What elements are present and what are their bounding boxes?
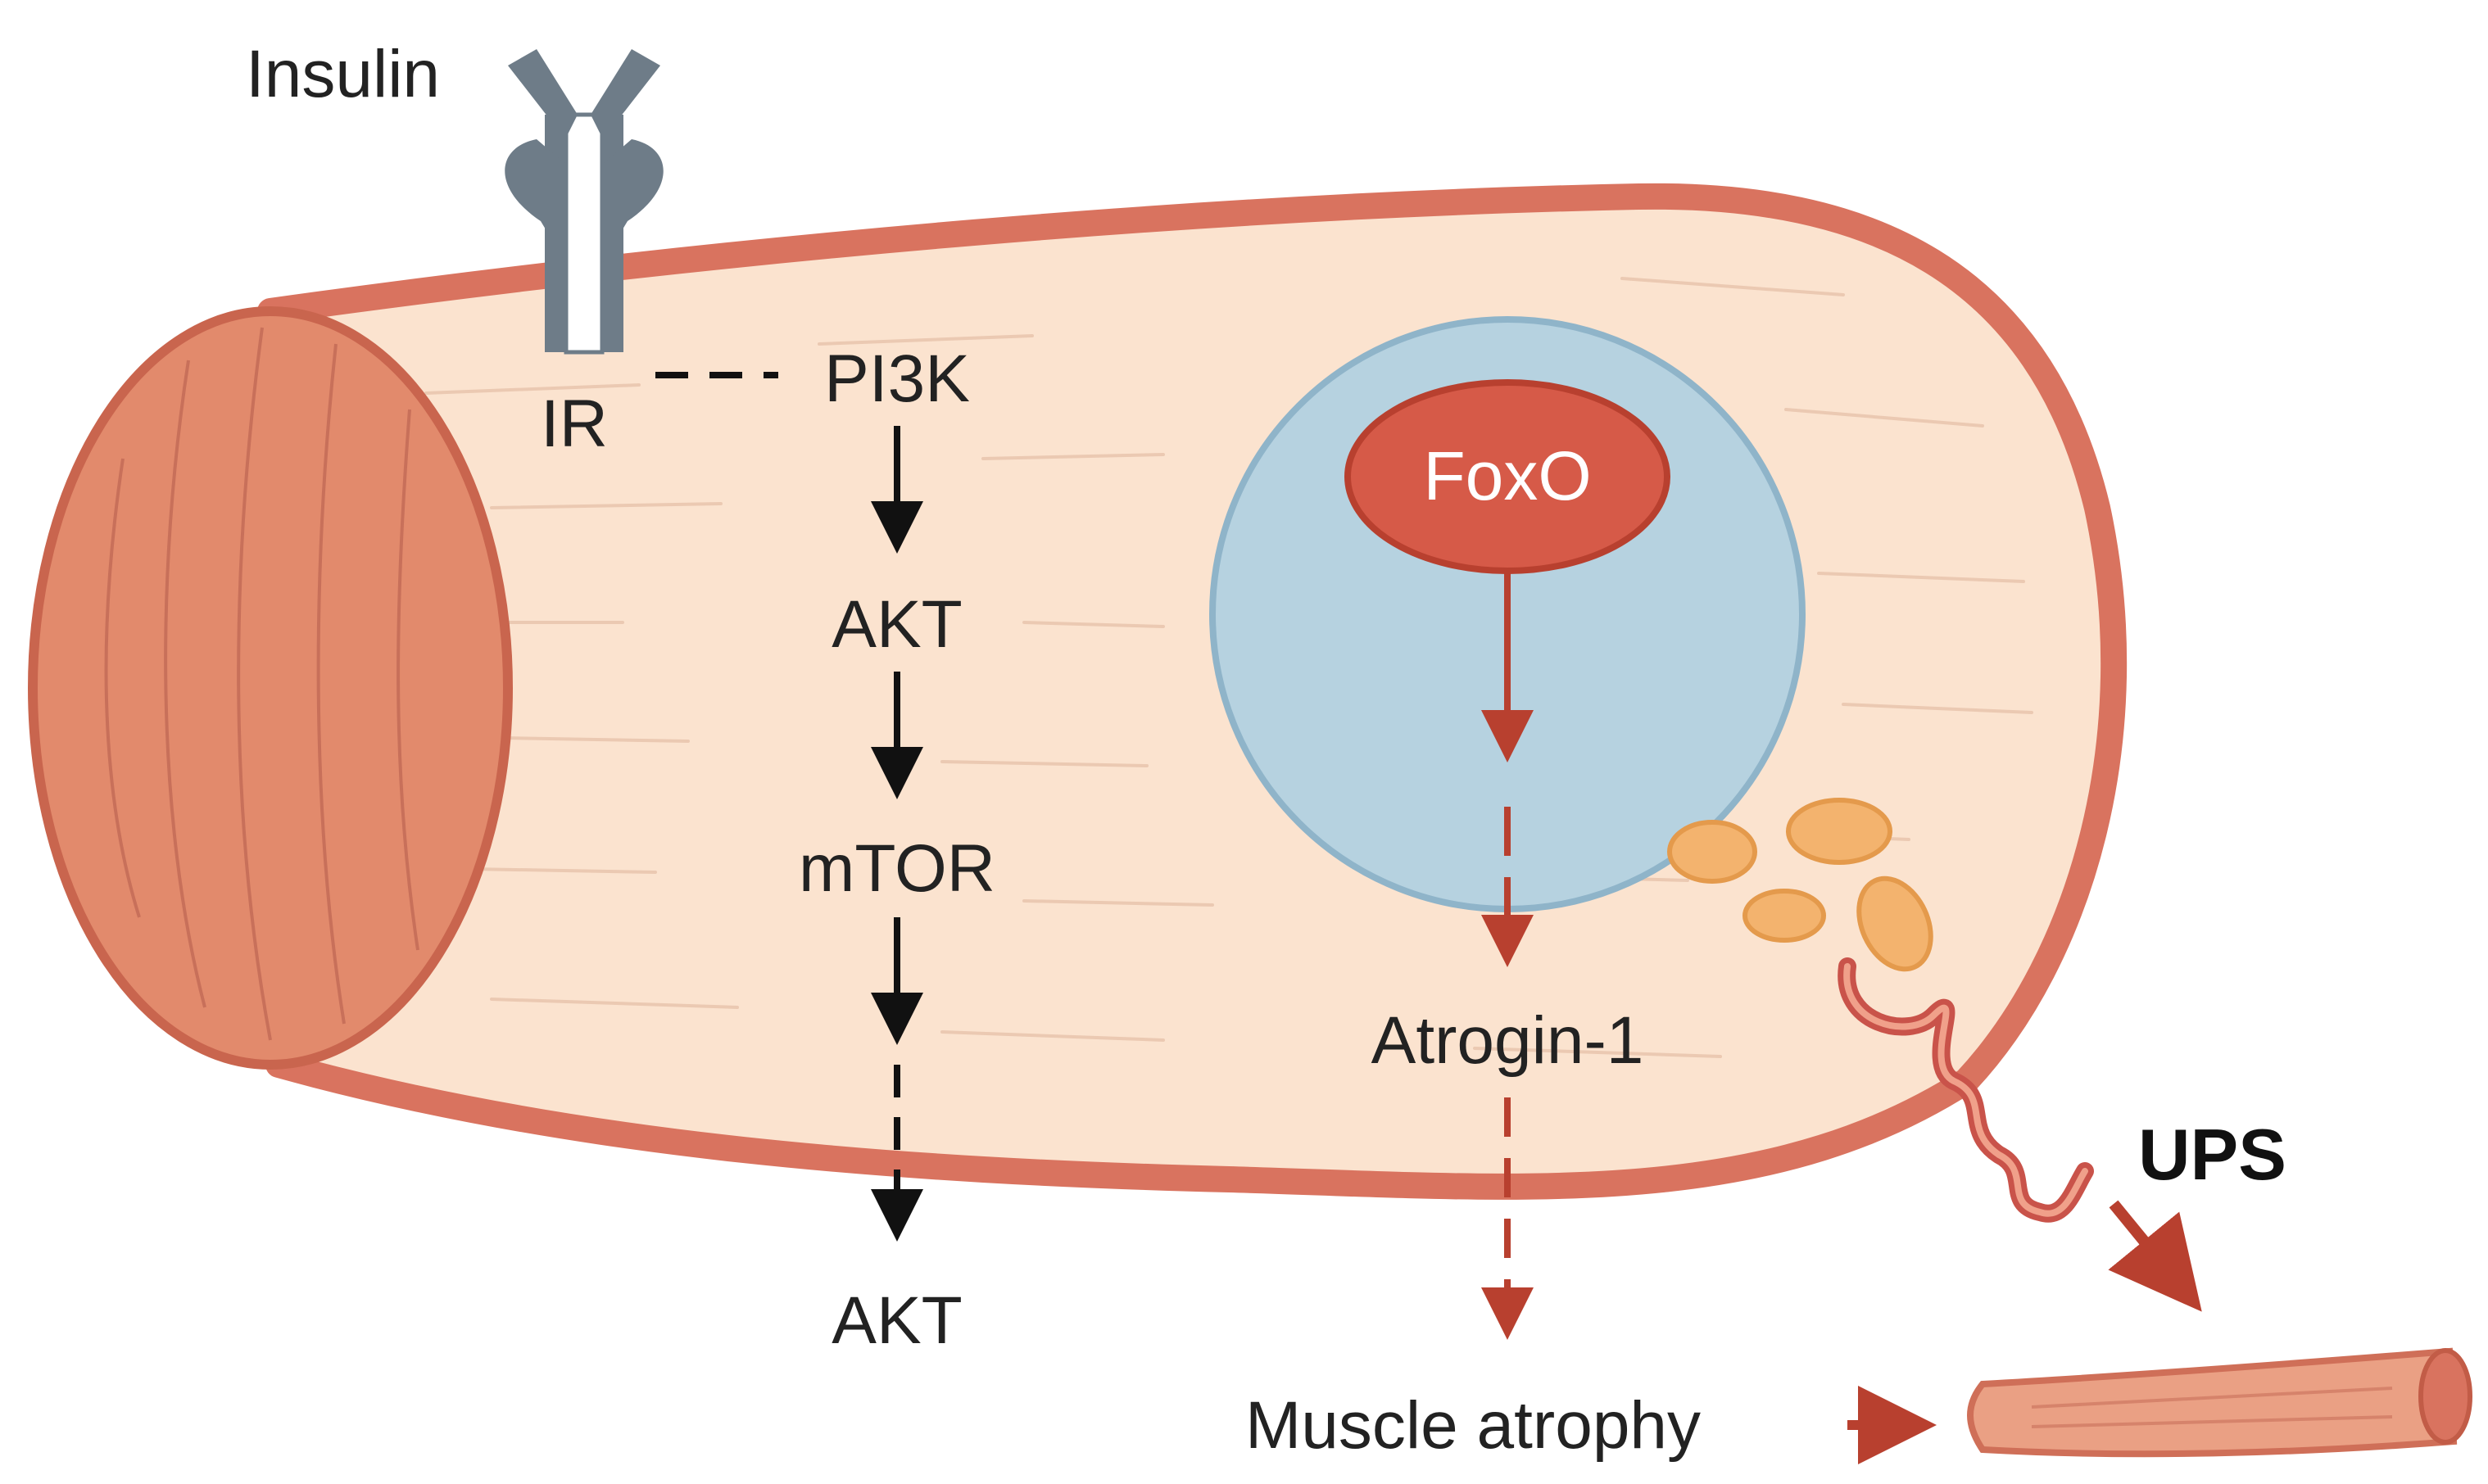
- ir-label: IR: [541, 387, 608, 461]
- mtor-label: mTOR: [799, 831, 995, 906]
- pi3k-label: PI3K: [824, 342, 970, 416]
- insulin-receptor-icon: [505, 49, 664, 355]
- atrophied-muscle-fiber-icon: [1967, 1347, 2472, 1458]
- fiber-cross-section: [28, 306, 513, 1070]
- atrogin-label: Atrogin-1: [1371, 1003, 1644, 1078]
- akt-label-1: AKT: [832, 587, 962, 662]
- foxo-label: FoxO: [1423, 437, 1591, 514]
- ups-label: UPS: [2138, 1114, 2286, 1195]
- proteasome-icon: [1667, 798, 1933, 972]
- foxo-ellipse: [1344, 379, 1670, 574]
- akt-label-2: AKT: [832, 1283, 962, 1358]
- muscle-fiber: [28, 183, 2128, 1200]
- arrow-ups-atrophy: [2108, 1200, 2202, 1312]
- muscle-atrophy-label: Muscle atrophy: [1245, 1388, 1701, 1463]
- cross-section-fibrils: [104, 327, 419, 1041]
- ubiquitin-chain-highlight: [1843, 963, 2088, 1217]
- insulin-label: Insulin: [246, 37, 440, 111]
- foxo-node: FoxO: [1344, 379, 1670, 574]
